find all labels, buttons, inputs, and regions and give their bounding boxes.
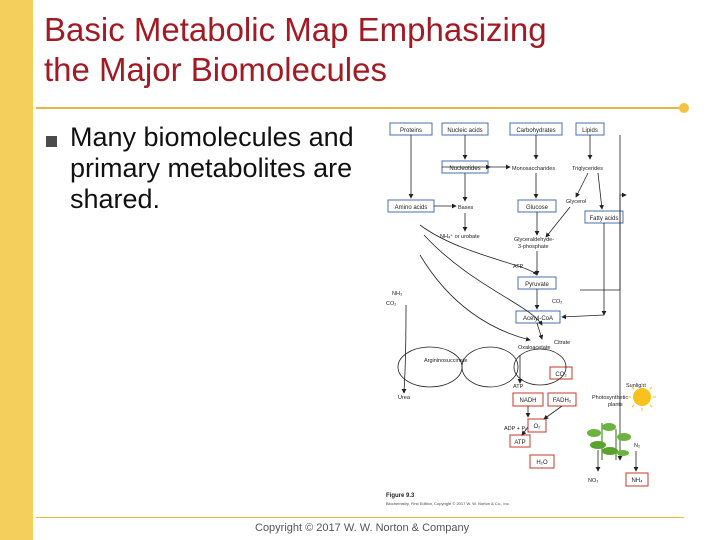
- bullet-square-icon: [46, 136, 57, 147]
- amino-acids-label: Amino acids: [395, 205, 428, 211]
- atp-label-2: ATP: [513, 384, 524, 390]
- figure-caption: Biochemistry, First Edition, Copyright ©…: [386, 501, 510, 506]
- acetyl-coa-label: Acetyl-CoA: [523, 316, 553, 322]
- divider-dot: [679, 103, 689, 113]
- urea-label: Urea: [398, 395, 411, 401]
- atp-label-1: ATP: [513, 264, 524, 270]
- plants-label: plants: [608, 402, 623, 408]
- nh4-box-label: NH₄: [631, 478, 643, 484]
- atp-box: [509, 434, 531, 448]
- sunlight-label: Sunlight: [626, 383, 646, 389]
- slide-title: Basic Metabolic Map Emphasizing the Majo…: [44, 10, 684, 90]
- nucleotides-label: Nucleotides: [449, 166, 480, 172]
- adp-pi-label: ADP + Pᵢ: [504, 426, 526, 432]
- pyruvate-label: Pyruvate: [525, 282, 549, 288]
- bases-label: Bases: [458, 205, 474, 211]
- glucose-label: Glucose: [526, 205, 549, 211]
- photosynthetic-label: Photosynthetic: [592, 395, 628, 401]
- bullet-text: Many biomolecules and primary metabolite…: [70, 122, 354, 214]
- glycerol-label: Glycerol: [566, 199, 586, 205]
- cycle-arrows: [397, 192, 627, 388]
- nucleic-acids-label: Nucleic acids: [447, 128, 482, 134]
- figure-label: Figure 9.3: [386, 493, 415, 499]
- co2-right-label: CO₂: [552, 299, 562, 305]
- citrate-label: Citrate: [554, 340, 570, 346]
- title-line-2: the Major Biomolecules: [44, 51, 387, 88]
- metabolic-map-diagram: Proteins Nucleic acids Carbohydrates Lip…: [386, 122, 656, 506]
- nh4-urobate-label: NH₄⁺ or urobate: [440, 233, 480, 240]
- glyceraldehyde-label: Glyceraldehyde-: [514, 237, 554, 243]
- atp-box-label: ATP: [514, 440, 525, 446]
- nh4-box: [625, 472, 649, 487]
- proteins-label: Proteins: [400, 128, 422, 134]
- oxaloacetate-label: Oxaloacetate: [518, 345, 550, 351]
- o2-box: [527, 418, 547, 433]
- fadh2-label: FADH₂: [553, 398, 572, 404]
- phosphate-label: 3-phosphate: [518, 244, 549, 250]
- nh3-label: NH₃: [392, 291, 402, 297]
- triglycerides-label: Triglycerides: [572, 166, 603, 172]
- sun-icon: [628, 383, 656, 411]
- co2-left-label: CO₂: [386, 301, 396, 307]
- nadh-label: NADH: [519, 398, 536, 404]
- footer-divider: [36, 517, 684, 518]
- o2-label: O₂: [534, 424, 542, 430]
- carbohydrates-label: Carbohydrates: [516, 128, 555, 134]
- h2o-label: H₂O: [536, 460, 548, 466]
- pathway-arrows: [401, 135, 639, 472]
- lipids-label: Lipids: [582, 128, 598, 134]
- left-accent-bar: [0, 0, 33, 540]
- no3-label: NO₃: [588, 478, 599, 484]
- monosaccharides-label: Monosaccharides: [512, 166, 555, 172]
- plant-icon: [587, 423, 631, 460]
- n2-label: N₂: [634, 443, 640, 449]
- co2-box-label: CO₂: [555, 372, 567, 378]
- title-divider: [36, 107, 684, 109]
- fatty-acids-label: Fatty acids: [589, 216, 618, 222]
- argininosuccinate-label: Argininosuccinate: [424, 358, 467, 364]
- copyright-text: Copyright © 2017 W. W. Norton & Company: [255, 522, 470, 534]
- co2-box: [549, 366, 573, 380]
- title-line-1: Basic Metabolic Map Emphasizing: [44, 11, 547, 48]
- h2o-box: [529, 454, 555, 469]
